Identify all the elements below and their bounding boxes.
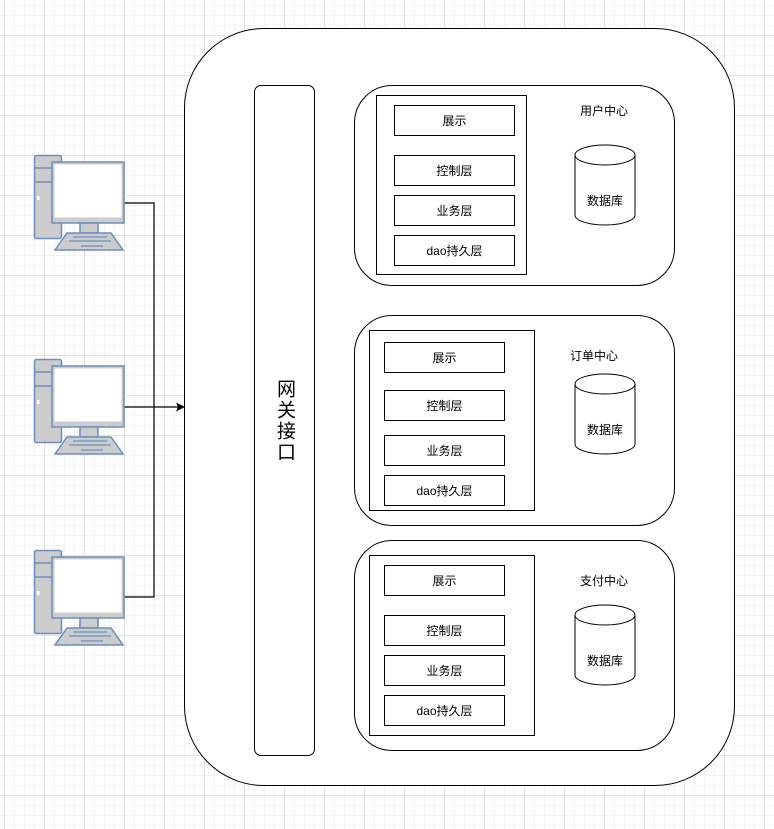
layer-dao[interactable]: dao持久层 [384,695,505,726]
layer-presentation[interactable]: 展示 [394,105,515,136]
database-label: 数据库 [586,194,623,208]
database-label: 数据库 [586,654,623,668]
layer-presentation[interactable]: 展示 [384,342,505,373]
service-title: 用户中心 [580,104,629,118]
gateway-interface[interactable]: 网关接口 [254,85,315,756]
layer-presentation[interactable]: 展示 [384,565,505,596]
database-icon [574,144,636,226]
database-icon [574,373,636,455]
computer-icon[interactable] [33,358,125,456]
service-title: 支付中心 [580,574,629,588]
computer-icon[interactable] [33,154,125,252]
database-label: 数据库 [586,423,623,437]
database-icon [574,604,636,686]
layer-service[interactable]: 业务层 [394,195,515,226]
service-title: 订单中心 [570,349,619,363]
connector-client-3 [124,407,155,598]
layer-dao[interactable]: dao持久层 [384,475,505,506]
layer-controller[interactable]: 控制层 [394,155,515,186]
connector-client-1 [124,202,155,407]
gateway-label: 网关接口 [274,378,295,463]
arrow-head [176,402,185,412]
layer-dao[interactable]: dao持久层 [394,235,515,266]
layer-service[interactable]: 业务层 [384,435,505,466]
layer-controller[interactable]: 控制层 [384,390,505,421]
layer-controller[interactable]: 控制层 [384,615,505,646]
computer-icon[interactable] [33,549,125,647]
layer-service[interactable]: 业务层 [384,655,505,686]
